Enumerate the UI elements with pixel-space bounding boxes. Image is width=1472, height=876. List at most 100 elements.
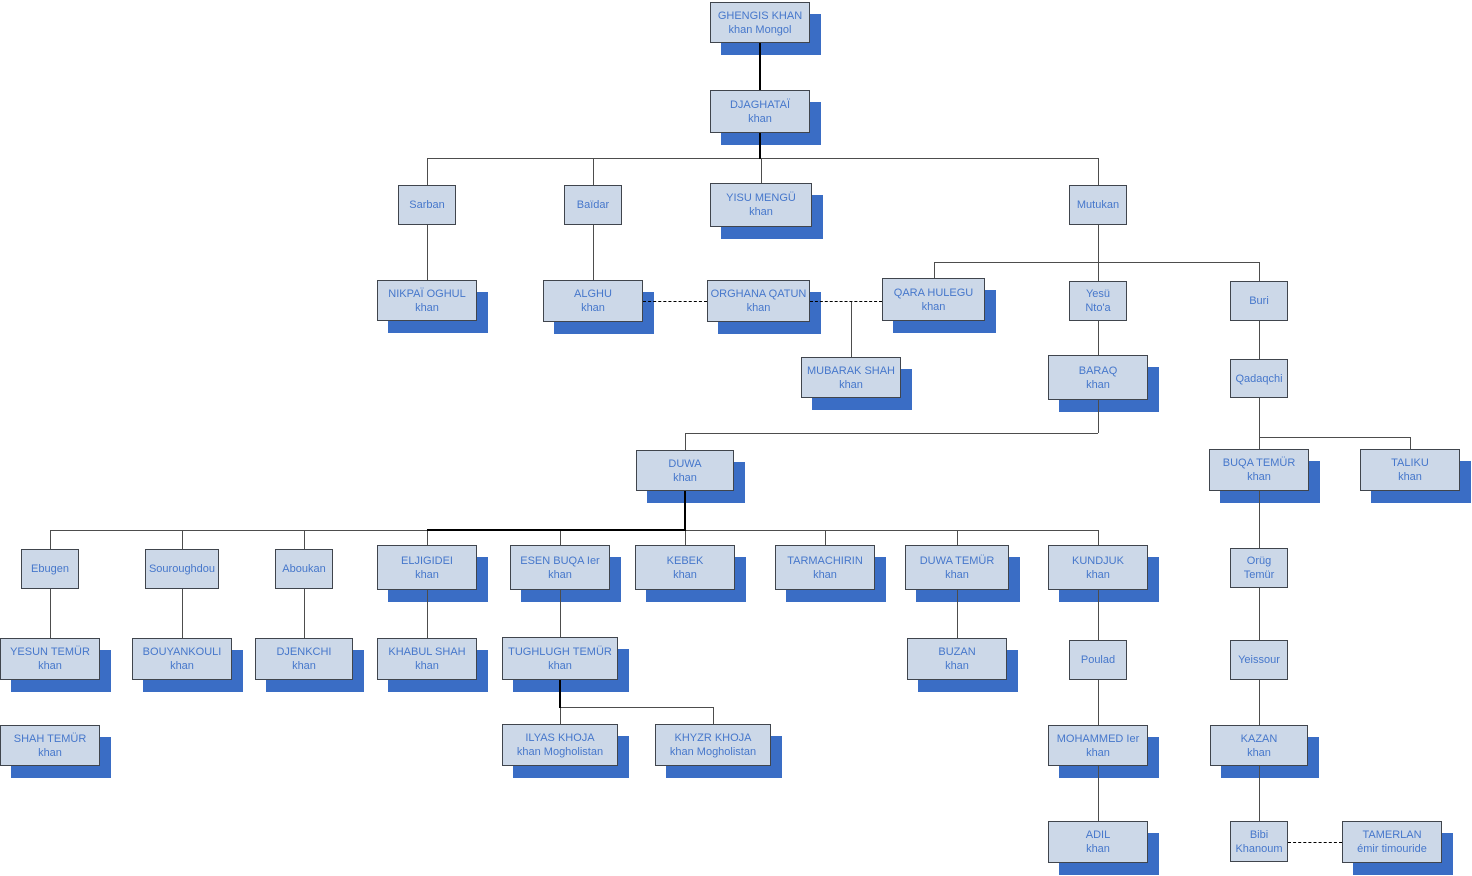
- connector-line: [1259, 262, 1260, 281]
- person-title: khan Mogholistan: [516, 746, 604, 758]
- person-title: Nto'a: [1085, 302, 1111, 314]
- person-name: KAZAN: [1240, 732, 1278, 745]
- person-title: Temür: [1243, 569, 1275, 581]
- person-title: khan: [749, 206, 773, 218]
- person-name: ALGHU: [574, 288, 612, 300]
- person-title: khan: [38, 660, 62, 672]
- connector-line: [427, 530, 428, 545]
- connector-line: [684, 490, 686, 531]
- tree-node-yesun_temur: YESUN TEMÜR khan: [0, 638, 100, 680]
- tree-node-alghu: ALGHU khan: [543, 280, 643, 322]
- connector-line: [685, 530, 686, 545]
- connector-line: [957, 590, 958, 638]
- connector-line: [304, 589, 305, 638]
- tree-node-ebugen: Ebugen: [21, 549, 79, 589]
- connector-line: [427, 225, 428, 280]
- connector-line: [1259, 398, 1260, 437]
- connector-line: [934, 262, 935, 278]
- connector-line: [1098, 766, 1099, 821]
- tree-node-qadaqchi: Qadaqchi: [1230, 359, 1288, 398]
- tree-node-souroughdou: Souroughdou: [145, 549, 219, 589]
- person-name: DJENKCHI: [276, 646, 332, 658]
- person-name: Orüg: [1246, 555, 1272, 567]
- connector-line: [427, 590, 428, 638]
- person-name: BOUYANKOULI: [142, 646, 222, 658]
- connector-line: [560, 707, 561, 724]
- person-title: khan: [1247, 746, 1271, 759]
- person-name: DJAGHATAÏ: [729, 98, 791, 111]
- person-name: SHAH TEMÜR: [13, 732, 87, 745]
- person-name: Poulad: [1080, 654, 1116, 666]
- connector-line: [427, 529, 686, 531]
- person-name: ADIL: [1085, 829, 1111, 841]
- person-name: Ebugen: [31, 563, 69, 575]
- person-title: khan: [415, 568, 439, 581]
- connector-line: [1098, 225, 1099, 262]
- tree-node-baidar: Baïdar: [564, 185, 622, 225]
- person-name: Bibi: [1249, 828, 1269, 841]
- connector-line: [1098, 680, 1099, 725]
- connector-line: [1259, 588, 1260, 640]
- connector-line: [50, 530, 51, 549]
- connector-line: [560, 530, 561, 545]
- connector-line: [593, 225, 594, 280]
- person-title: khan: [415, 660, 439, 672]
- person-title: khan: [581, 302, 605, 314]
- person-title: khan: [673, 568, 697, 581]
- tree-node-sarban: Sarban: [398, 185, 456, 225]
- person-name: ESEN BUQA Ier: [520, 554, 600, 567]
- person-name: GHENGIS KHAN: [717, 9, 803, 22]
- person-name: Aboukan: [282, 563, 326, 575]
- connector-line: [304, 530, 305, 549]
- person-name: TUGHLUGH TEMÜR: [508, 645, 612, 658]
- connector-line: [559, 680, 561, 708]
- person-title: khan: [292, 660, 316, 672]
- connector-line: [1259, 766, 1260, 821]
- person-name: NIKPAÏ OGHUL: [388, 287, 466, 300]
- person-title: khan: [839, 378, 863, 391]
- marriage-link-dashed: [643, 301, 707, 302]
- person-name: BUQA TEMÜR: [1222, 457, 1296, 469]
- tree-node-aboukan: Aboukan: [275, 549, 333, 589]
- person-title: khan: [945, 568, 969, 581]
- connector-line: [1098, 400, 1099, 433]
- person-name: DUWA TEMÜR: [919, 554, 995, 567]
- connector-line: [1098, 262, 1099, 281]
- connector-line: [759, 133, 761, 159]
- person-name: YESUN TEMÜR: [10, 646, 90, 658]
- tree-node-buri: Buri: [1230, 281, 1288, 321]
- person-name: Sarban: [409, 199, 445, 211]
- person-title: khan: [1086, 568, 1110, 581]
- person-title: khan: [548, 568, 572, 581]
- person-name: Baïdar: [576, 199, 610, 211]
- person-title: khan Mogholistan: [669, 746, 757, 758]
- connector-line: [560, 590, 561, 637]
- person-title: khan: [548, 659, 572, 672]
- person-title: khan: [1086, 843, 1110, 855]
- connector-line: [1259, 437, 1410, 438]
- connector-line: [1098, 590, 1099, 640]
- connector-line: [593, 158, 594, 185]
- person-name: Yeissour: [1238, 654, 1280, 666]
- person-title: khan: [813, 568, 837, 581]
- tree-node-mutukan: Mutukan: [1069, 185, 1127, 225]
- connector-line: [1259, 491, 1260, 548]
